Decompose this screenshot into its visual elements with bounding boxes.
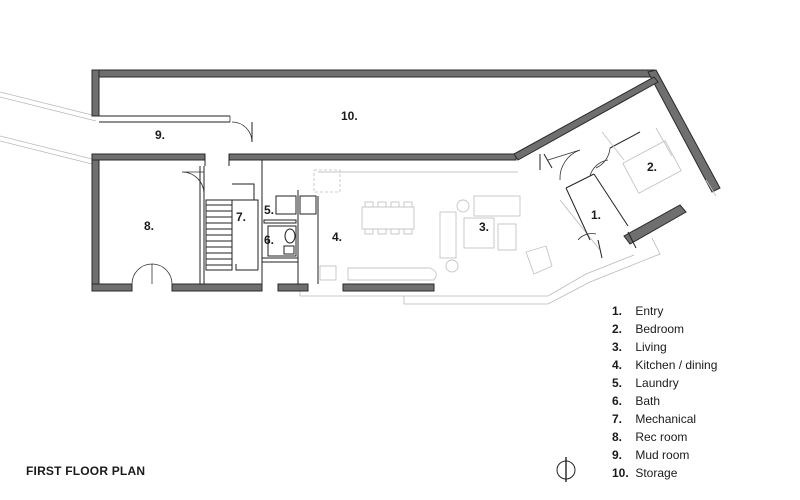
legend-number: 4. [612,358,623,372]
legend-item: 6. Bath [612,392,717,410]
room-label-3: 3. [479,220,489,234]
legend-label: Laundry [635,376,679,390]
legend-item: 1. Entry [612,302,717,320]
room-legend: 1. Entry 2. Bedroom 3. Living 4. Kitchen… [612,302,717,482]
legend-item: 3. Living [612,338,717,356]
legend-number: 10. [612,466,629,480]
legend-item: 2. Bedroom [612,320,717,338]
legend-number: 2. [612,322,623,336]
exterior-walls [91,69,721,292]
legend-number: 3. [612,340,623,354]
legend-label: Entry [635,304,664,318]
room-label-2: 2. [647,160,657,174]
legend-label: Mechanical [635,412,697,426]
legend-number: 6. [612,394,623,408]
north-arrow-icon [556,457,576,482]
room-label-4: 4. [332,230,342,244]
legend-label: Mud room [635,448,690,462]
room-label-7: 7. [236,210,246,224]
legend-item: 8. Rec room [612,428,717,446]
room-label-9: 9. [155,128,165,142]
legend-label: Living [635,340,667,354]
room-label-8: 8. [144,219,154,233]
room-label-5: 5. [264,203,274,217]
legend-item: 5. Laundry [612,374,717,392]
legend-number: 1. [612,304,623,318]
room-label-1: 1. [591,208,601,222]
legend-label: Bath [635,394,661,408]
exterior-path [0,91,97,166]
legend-item: 4. Kitchen / dining [612,356,717,374]
plan-title: FIRST FLOOR PLAN [26,464,146,478]
legend-number: 5. [612,376,623,390]
room-label-6: 6. [264,233,274,247]
legend-number: 8. [612,430,623,444]
legend-label: Kitchen / dining [635,358,718,372]
legend-item: 10. Storage [612,464,717,482]
legend-number: 7. [612,412,623,426]
legend-number: 9. [612,448,623,462]
legend-label: Storage [635,466,678,480]
interior-walls [99,115,319,285]
legend-label: Bedroom [635,322,685,336]
room-label-10: 10. [341,109,358,123]
room-labels: 10. 9. 8. 7. 5. 6. 4. 3. 1. 2. [144,109,657,247]
legend-label: Rec room [635,430,688,444]
furniture [313,127,717,281]
exterior-terrace [299,199,661,305]
legend-item: 7. Mechanical [612,410,717,428]
legend-item: 9. Mud room [612,446,717,464]
